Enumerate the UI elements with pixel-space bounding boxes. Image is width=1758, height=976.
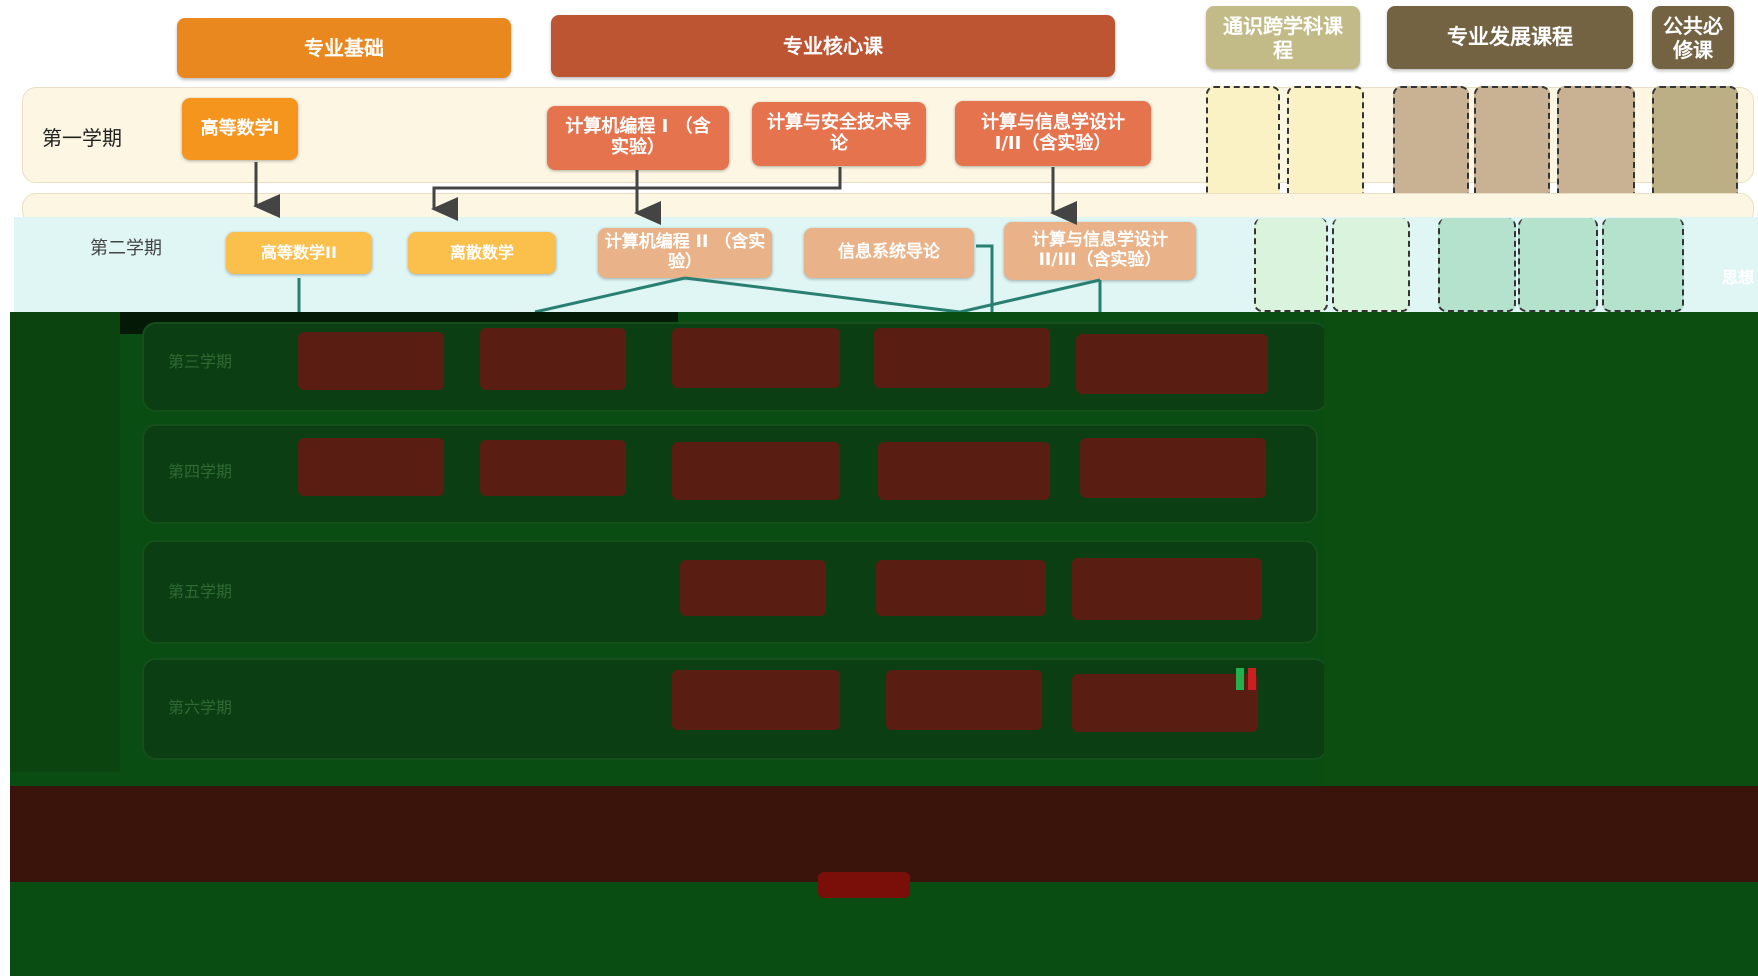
dark-course-6a — [672, 670, 840, 730]
dark-bottom-button — [818, 872, 910, 898]
dark-semester-3: 第三学期 — [168, 348, 232, 372]
connector-teal-2 — [535, 278, 685, 312]
dark-semester-5: 第五学期 — [168, 578, 232, 602]
dark-right-columns — [1324, 312, 1758, 786]
dark-course-6b — [886, 670, 1042, 730]
dark-course-6c — [1072, 674, 1258, 732]
dark-course-3b — [480, 328, 626, 390]
dark-course-3a — [298, 332, 444, 390]
marker-red — [1248, 668, 1256, 690]
dark-semester-4: 第四学期 — [168, 458, 232, 482]
dark-bottom-band — [10, 786, 1758, 882]
dark-left-edge — [10, 312, 120, 772]
connector-teal-5 — [960, 280, 1100, 312]
dark-course-5b — [876, 560, 1046, 616]
dark-course-4a — [298, 438, 444, 496]
marker-green — [1236, 668, 1244, 690]
dark-course-4c — [672, 442, 840, 500]
dark-course-3d — [874, 328, 1050, 388]
connector-teal-3 — [685, 278, 960, 312]
dark-course-4d — [878, 442, 1050, 500]
dark-course-3c — [672, 328, 840, 388]
dark-semester-6: 第六学期 — [168, 694, 232, 718]
dark-course-4e — [1080, 438, 1266, 498]
dark-course-5a — [680, 560, 826, 616]
dark-course-4b — [480, 440, 626, 496]
connector-teal-4 — [976, 246, 992, 312]
dark-course-3e — [1076, 334, 1268, 394]
dark-course-5c — [1072, 558, 1262, 620]
